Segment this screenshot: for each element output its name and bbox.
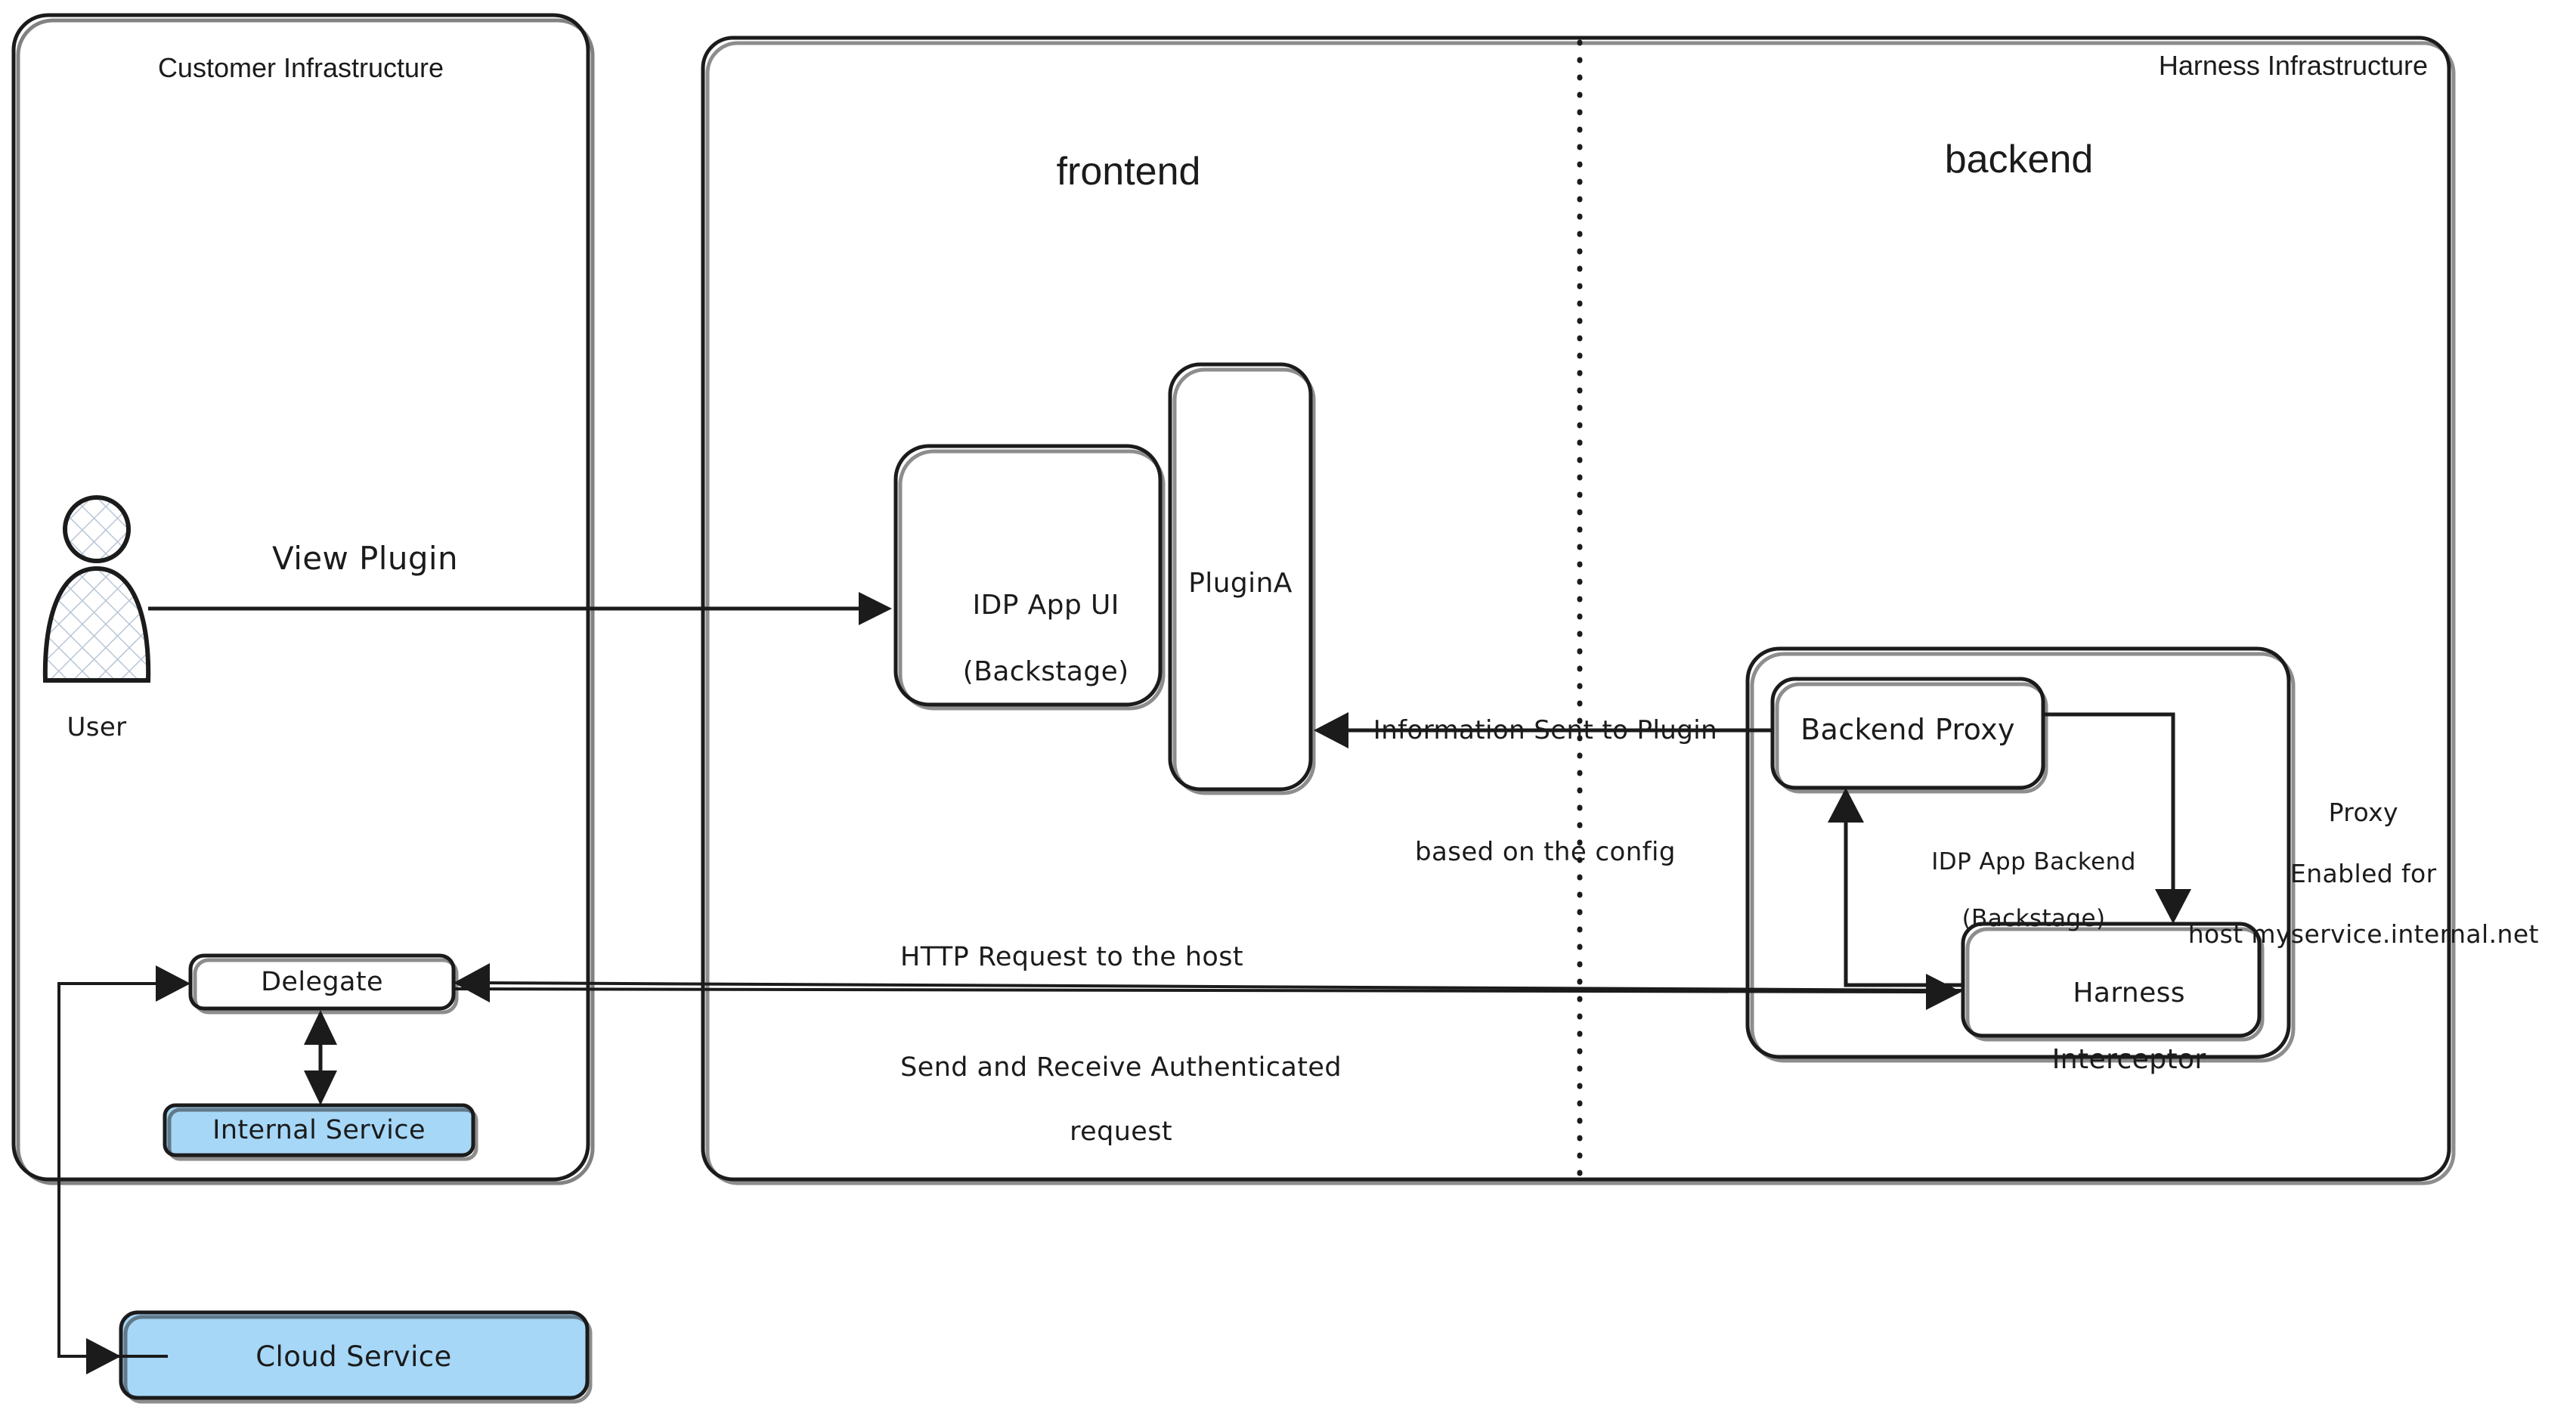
edge-label-proxy-enabled-line3: host myservice.internal.net <box>2187 919 2539 950</box>
node-label-idp-app-ui: IDP App UI (Backstage) <box>927 556 1129 722</box>
node-label-cloud-service: Cloud Service <box>255 1340 452 1373</box>
node-internal-service[interactable] <box>163 1103 478 1161</box>
zone-label-customer-infrastructure: Customer Infrastructure <box>157 52 444 83</box>
edge-backend-proxy-to-interceptor <box>2043 712 2191 924</box>
node-plugin-a[interactable] <box>1168 362 1316 795</box>
edge-delegate-to-interceptor <box>453 974 1961 1010</box>
user-actor-icon <box>42 495 151 683</box>
node-backend-proxy[interactable] <box>1770 677 2048 794</box>
edge-label-proxy-enabled: Proxy Enabled for host myservice.interna… <box>2155 767 2539 981</box>
node-caption-idp-app-backend-line1: IDP App Backend <box>1931 847 2136 875</box>
edge-label-send-receive-auth-line1: Send and Receive Authenticated <box>900 1052 1342 1083</box>
edge-interceptor-to-delegate <box>454 963 1964 1002</box>
edge-interceptor-to-backend-proxy <box>1828 788 1963 987</box>
edge-label-information-sent-line2: based on the config <box>1414 836 1676 867</box>
edge-delegate-to-cloud-service <box>57 984 121 1374</box>
node-label-harness-interceptor-line2: Interceptor <box>2051 1043 2206 1075</box>
node-label-delegate: Delegate <box>261 967 383 997</box>
edge-label-send-receive-auth-line2: request <box>1070 1117 1172 1148</box>
swimlane-label-frontend: frontend <box>1056 150 1201 194</box>
edge-label-proxy-enabled-line2: Enabled for <box>2290 858 2437 888</box>
edge-label-view-plugin: View Plugin <box>272 540 458 577</box>
user-actor-label: User <box>67 712 127 742</box>
edge-user-to-idp-app-ui <box>148 592 892 625</box>
node-idp-app-ui[interactable] <box>893 444 1166 711</box>
zone-label-harness-infrastructure: Harness Infrastructure <box>2158 50 2428 81</box>
zone-customer-infrastructure <box>11 13 595 1185</box>
edge-label-proxy-enabled-line1: Proxy <box>2328 798 2398 828</box>
node-label-idp-app-ui-line2: (Backstage) <box>962 655 1129 687</box>
edge-label-information-sent: Information Sent to Plugin based on the … <box>1339 684 1717 900</box>
node-label-harness-interceptor-line1: Harness <box>2073 977 2185 1009</box>
edge-label-http-request: HTTP Request to the host <box>900 942 1243 972</box>
node-delegate[interactable] <box>188 953 459 1015</box>
edge-backend-proxy-to-plugin <box>1314 712 1773 748</box>
node-harness-interceptor[interactable] <box>1961 922 2265 1042</box>
node-label-backend-proxy: Backend Proxy <box>1800 713 2015 746</box>
node-idp-app-backend[interactable] <box>1745 646 2296 1063</box>
edge-label-send-receive-auth: Send and Receive Authenticated request <box>865 1019 1342 1180</box>
node-label-harness-interceptor: Harness Interceptor <box>2016 943 2206 1110</box>
node-caption-idp-app-backend: IDP App Backend (Backstage) <box>1900 820 2136 962</box>
edge-delegate-internal-service <box>304 1010 337 1105</box>
edge-cloud-service-to-delegate <box>57 965 190 1358</box>
node-caption-idp-app-backend-line2: (Backstage) <box>1961 905 2106 933</box>
node-label-internal-service: Internal Service <box>212 1115 426 1145</box>
node-label-plugin-a: PluginA <box>1188 568 1293 599</box>
node-cloud-service[interactable] <box>119 1310 593 1404</box>
swimlane-label-backend: backend <box>1944 138 2094 181</box>
edge-label-information-sent-line1: Information Sent to Plugin <box>1373 715 1718 746</box>
node-label-idp-app-ui-line1: IDP App UI <box>972 589 1119 621</box>
